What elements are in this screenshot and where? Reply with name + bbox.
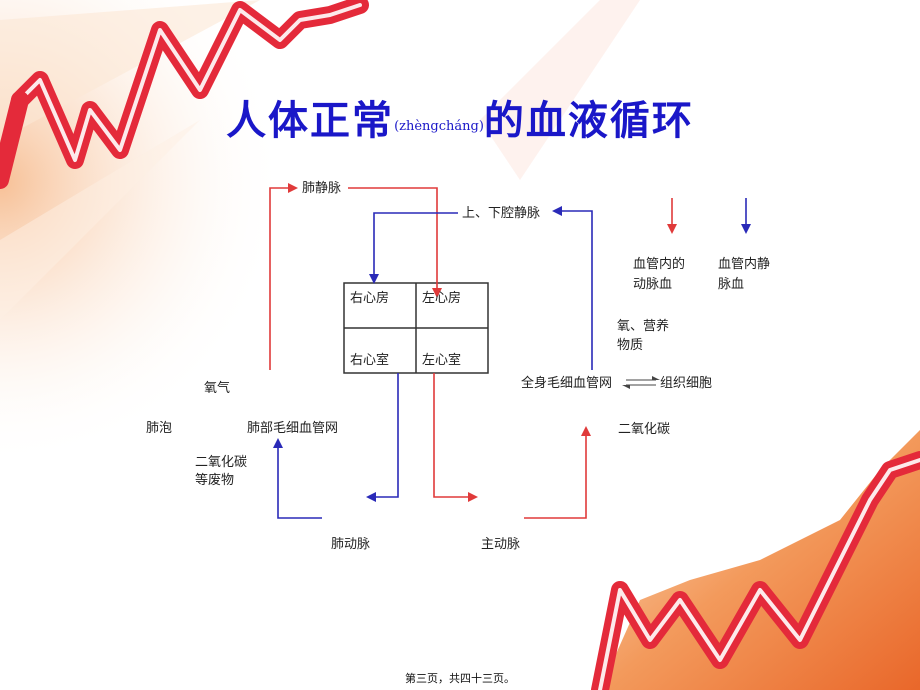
- alveoli-label: 肺泡: [146, 421, 173, 436]
- vena-cava-into-right-atrium: [369, 212, 458, 284]
- co2-waste-label-line2: 等废物: [195, 473, 235, 488]
- title-main-after: 的血液循环: [483, 97, 694, 144]
- pulmonary-artery-label: 肺动脉: [331, 537, 371, 552]
- left-atrium-label: 左心房: [422, 291, 462, 306]
- oxygen-nutrients-label-line2: 物质: [617, 338, 644, 353]
- title-main-before: 人体正常: [226, 97, 395, 144]
- pulmonary-artery-flow-out: [366, 373, 399, 502]
- pulmonary-vein-flow-up: [269, 183, 298, 370]
- vena-cava-label: 上、下腔静脉: [462, 206, 541, 221]
- title-pinyin: (zhèngcháng): [394, 119, 484, 134]
- legend-arterial-label-line2: 动脉血: [633, 277, 673, 292]
- left-ventricle-label: 左心室: [422, 353, 462, 368]
- page-footer: 第三页，共四十三页。: [405, 672, 515, 685]
- right-atrium-label: 右心房: [350, 291, 390, 306]
- lung-capillaries-label: 肺部毛细血管网: [247, 421, 339, 436]
- aorta-flow-to-body: [524, 426, 591, 519]
- pulmonary-vein-flow-into-left-atrium: [348, 187, 442, 298]
- co2-waste-label-line1: 二氧化碳: [195, 455, 248, 470]
- vena-cava-flow: [552, 206, 593, 370]
- aorta-label: 主动脉: [481, 537, 521, 552]
- pulmonary-artery-flow-to-lungs: [273, 438, 322, 519]
- legend-venous-label-line2: 脉血: [718, 277, 745, 292]
- body-capillaries-label: 全身毛细血管网: [521, 376, 613, 391]
- aorta-flow-out: [433, 373, 478, 502]
- tissue-cells-label: 组织细胞: [660, 376, 713, 391]
- oxygen-nutrients-label-line1: 氧、营养: [617, 319, 670, 334]
- right-ventricle-label: 右心室: [350, 353, 390, 368]
- co2-label: 二氧化碳: [618, 422, 671, 437]
- legend-venous-label-line1: 血管内静: [718, 257, 771, 272]
- exchange-arrows: [622, 376, 660, 389]
- oxygen-label: 氧气: [204, 381, 231, 396]
- pulmonary-vein-label: 肺静脉: [302, 181, 342, 196]
- page-title: 人体正常(zhèngcháng)的血液循环: [0, 88, 920, 146]
- legend-arterial-label-line1: 血管内的: [633, 257, 686, 272]
